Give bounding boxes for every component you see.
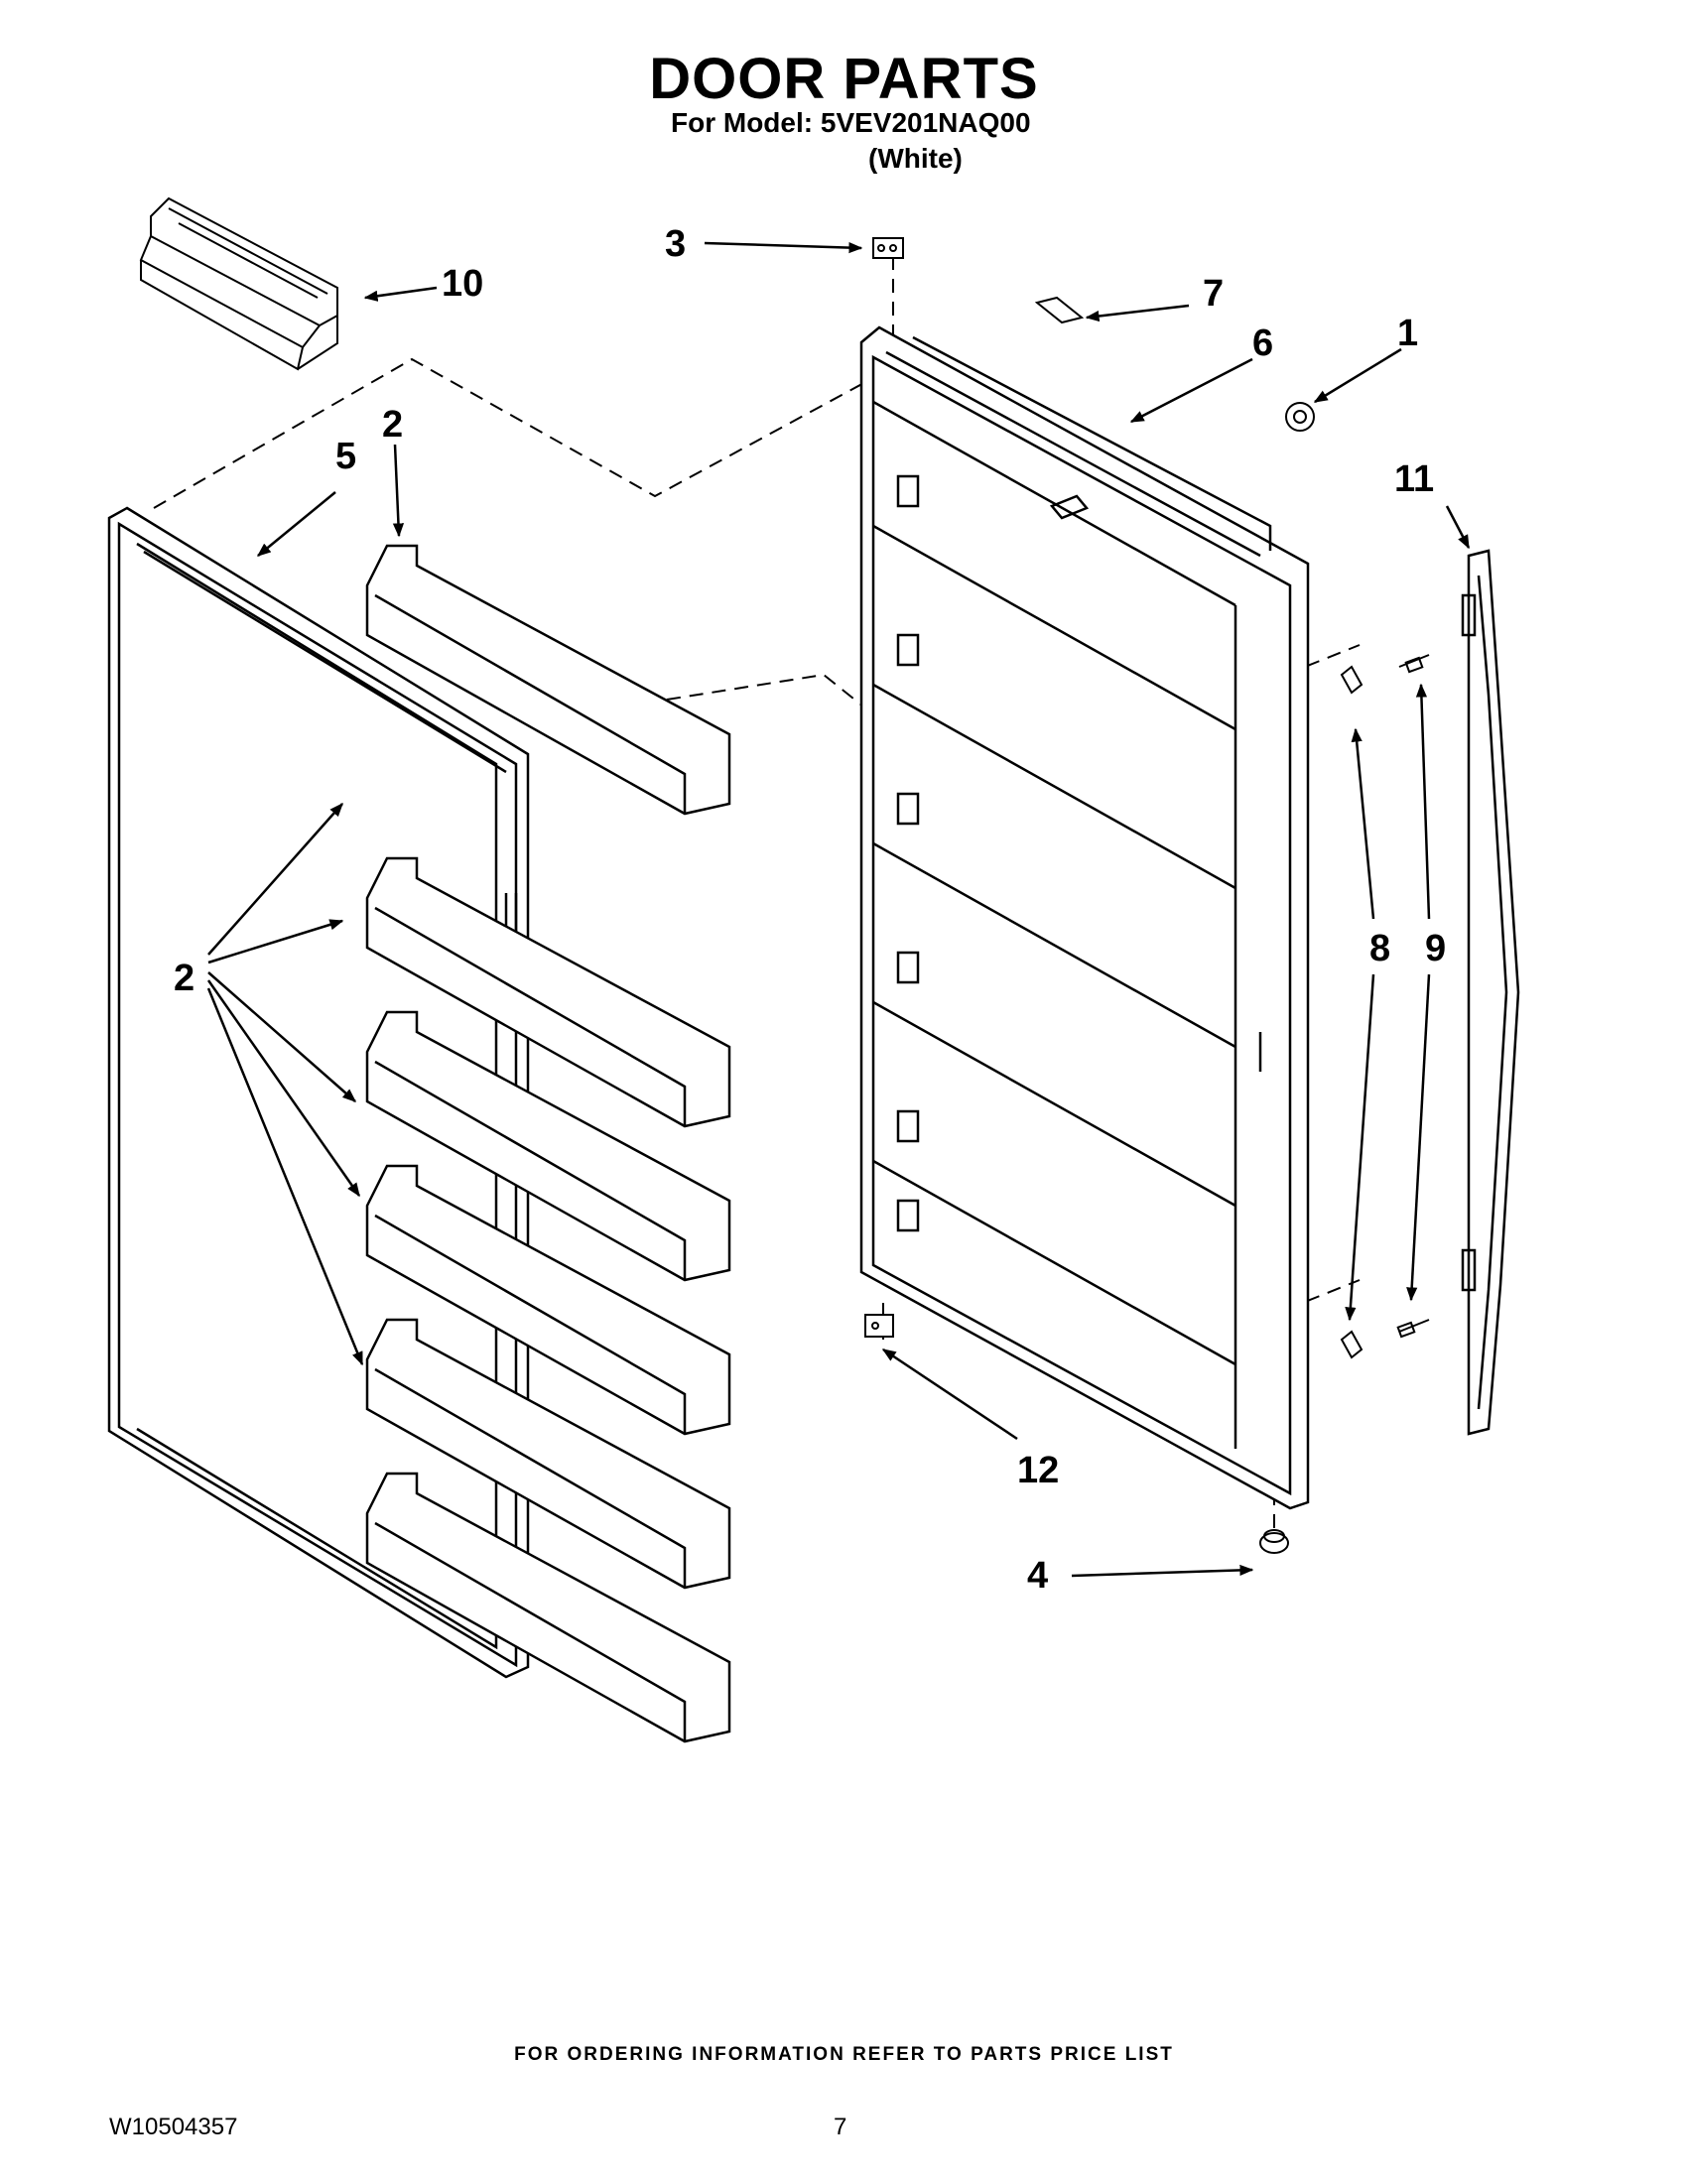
callout-5: 5 bbox=[335, 436, 356, 477]
door-shelves bbox=[365, 544, 731, 1743]
callout-3: 3 bbox=[665, 223, 686, 265]
plug-button-part bbox=[1285, 402, 1315, 432]
page-number: 7 bbox=[834, 2114, 847, 2140]
model-line: For Model: 5VEV201NAQ00 bbox=[671, 107, 1031, 138]
ordering-note: FOR ORDERING INFORMATION REFER TO PARTS … bbox=[514, 2044, 1174, 2065]
callout-12: 12 bbox=[1017, 1450, 1059, 1491]
callout-9: 9 bbox=[1425, 928, 1446, 969]
label-plate-part bbox=[1034, 296, 1085, 324]
color-line: (White) bbox=[868, 143, 963, 174]
callout-1: 1 bbox=[1397, 313, 1418, 354]
callout-2-upper: 2 bbox=[382, 404, 403, 446]
handle-spacers-and-screws bbox=[1340, 654, 1430, 1359]
callout-7: 7 bbox=[1203, 273, 1224, 315]
bottom-hinge-part bbox=[864, 1314, 894, 1338]
callout-6: 6 bbox=[1252, 322, 1273, 364]
page-title: DOOR PARTS bbox=[649, 47, 1039, 111]
callout-11: 11 bbox=[1394, 458, 1434, 500]
callout-8: 8 bbox=[1369, 928, 1390, 969]
callout-2-lower: 2 bbox=[174, 958, 195, 999]
document-number: W10504357 bbox=[109, 2114, 238, 2140]
top-hinge-part bbox=[872, 237, 904, 259]
door-liner-part bbox=[859, 325, 1310, 1510]
leader-arrows bbox=[206, 241, 1471, 1578]
callout-10: 10 bbox=[442, 263, 483, 305]
door-handle-part bbox=[1461, 549, 1520, 1436]
bushing-part bbox=[1259, 1529, 1289, 1554]
door-bin-part bbox=[139, 196, 338, 371]
callout-4: 4 bbox=[1027, 1555, 1048, 1597]
